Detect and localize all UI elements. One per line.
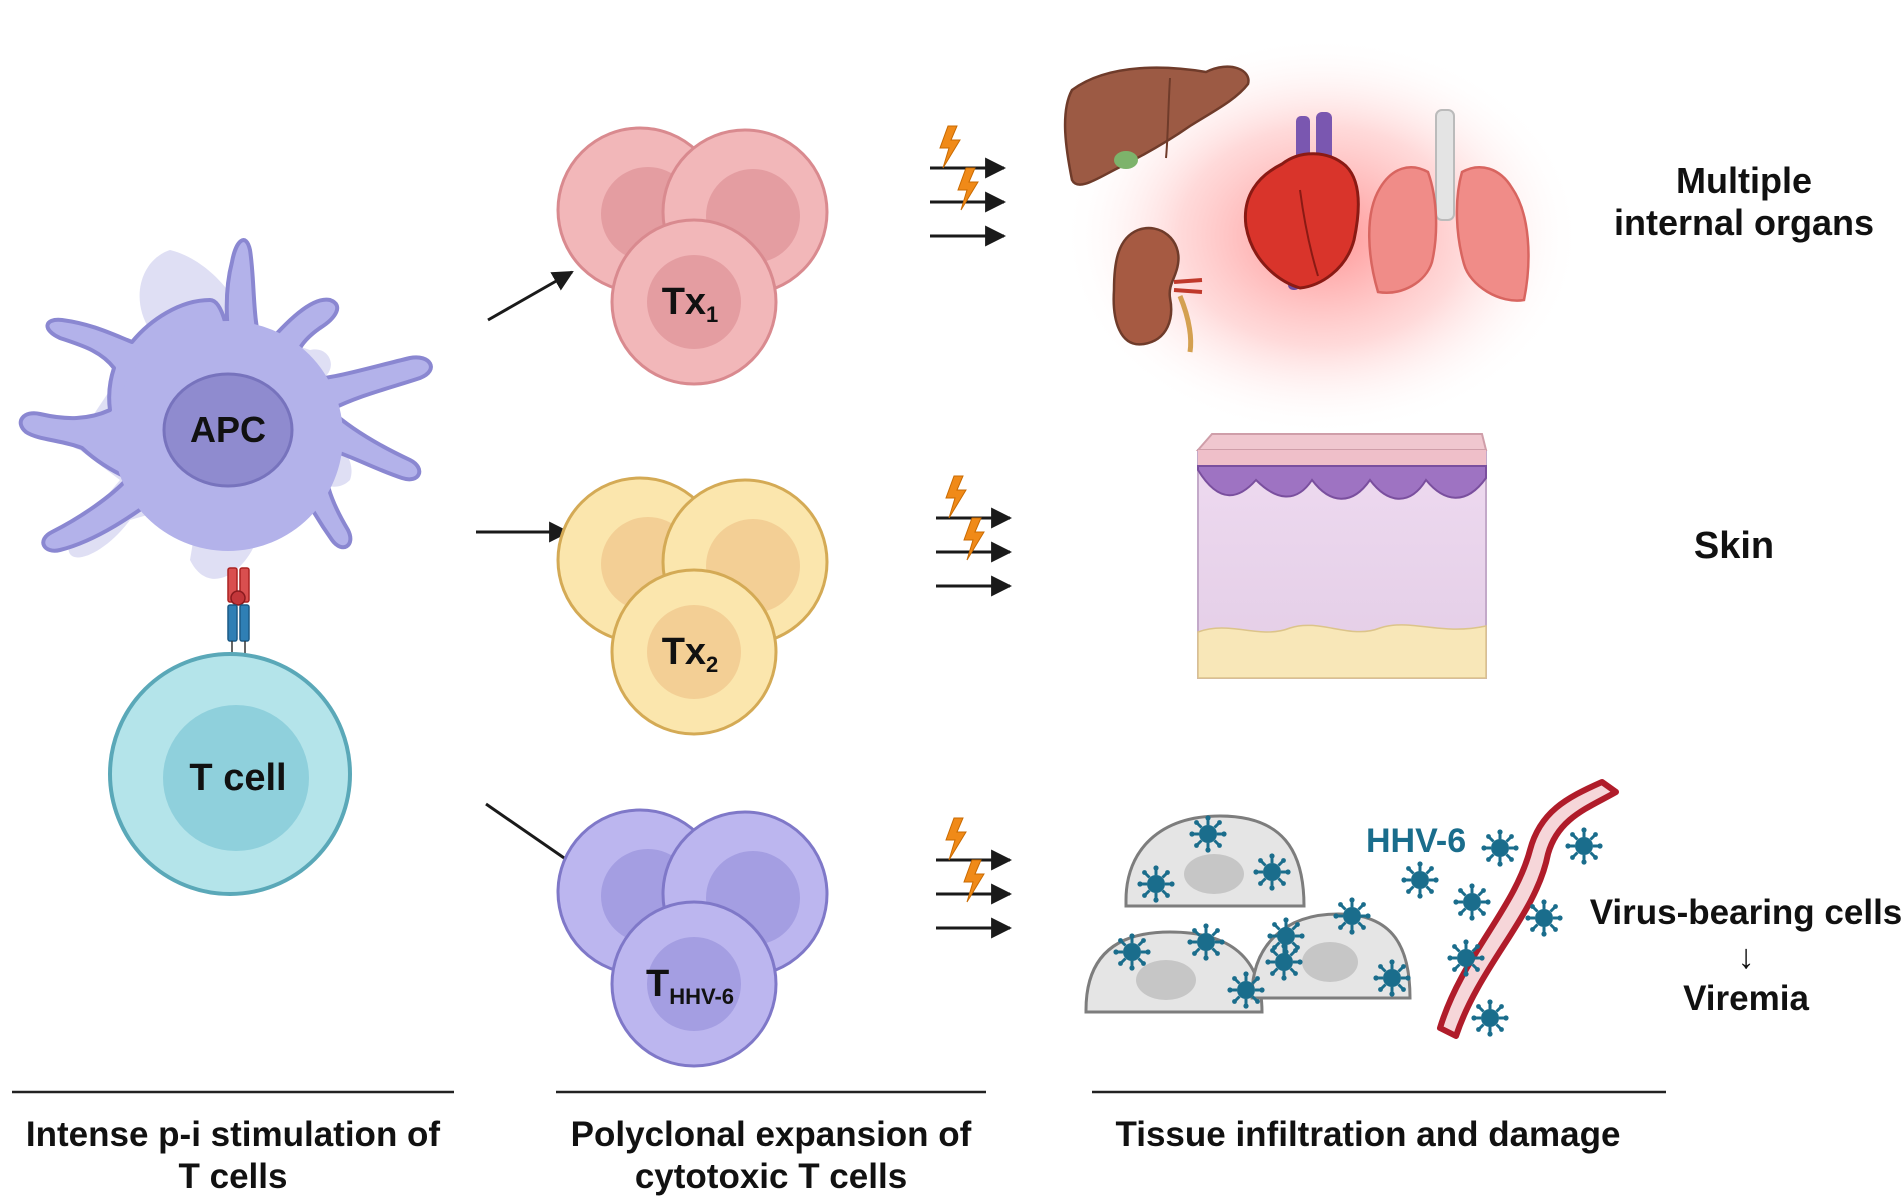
attack-group-1: [930, 125, 1007, 247]
virus-icon: [1185, 921, 1227, 963]
virus-icon: [1479, 827, 1521, 869]
attack-group-3: [936, 817, 1013, 939]
lightning-icon: [939, 125, 961, 169]
liver-icon: [1063, 65, 1250, 186]
column-captions: Intense p-i stimulation of T cells Polyc…: [12, 1090, 1666, 1196]
cell-cluster-1: Tx1: [556, 126, 829, 386]
cluster-cell-nucleus: [647, 605, 741, 699]
lightning-icon: [963, 859, 985, 903]
virus-icon: [1331, 895, 1373, 937]
virus-icon: [1469, 997, 1511, 1039]
virus-icon: [1371, 957, 1413, 999]
cluster-label-2: Tx2: [662, 631, 719, 677]
caption-3-line1: Tissue infiltration and damage: [1115, 1115, 1620, 1154]
caption-1-line2: T cells: [179, 1157, 288, 1196]
cell-cluster-3: THHV-6: [556, 808, 829, 1068]
apc-label: APC: [190, 409, 266, 450]
t-cell-label: T cell: [189, 757, 286, 799]
virus-icon: [1225, 969, 1267, 1011]
virus-icon: [1265, 915, 1307, 957]
cluster-label-3: THHV-6: [646, 963, 734, 1009]
cell-cluster-2: Tx2: [556, 476, 829, 736]
virus-icon: [1187, 813, 1229, 855]
hhv6-label: HHV-6: [1366, 822, 1466, 860]
blood-vessel: [1437, 779, 1619, 1039]
t-cell: T cell: [108, 652, 352, 896]
virus-outcome-2: Viremia: [1683, 979, 1809, 1018]
down-arrow-icon: ↓: [1738, 938, 1755, 976]
virus-icon: [1563, 825, 1605, 867]
lungs-icon: [1368, 109, 1530, 302]
heart-icon: [1243, 112, 1360, 290]
cluster-label-1: Tx1: [662, 281, 719, 327]
attack-group-2: [936, 475, 1013, 597]
virus-icon: [1251, 851, 1293, 893]
virus-icon: [1135, 863, 1177, 905]
virus-icon: [1451, 881, 1493, 923]
caption-2-line1: Polyclonal expansion of: [571, 1115, 972, 1154]
virus-outcome-1: Virus-bearing cells: [1590, 893, 1902, 932]
caption-1-line1: Intense p-i stimulation of: [26, 1115, 441, 1154]
lightning-icon: [945, 817, 967, 861]
skin-section-icon: [1195, 433, 1488, 679]
skin-label: Skin: [1694, 525, 1774, 567]
lightning-icon: [957, 167, 979, 211]
virus-icon: [1523, 897, 1565, 939]
cluster-cell-nucleus: [647, 255, 741, 349]
caption-2-line2: cytotoxic T cells: [635, 1157, 907, 1196]
virus-icon: [1111, 931, 1153, 973]
t-cell-nucleus: [163, 705, 309, 851]
internal-organs: [1062, 36, 1582, 436]
lightning-icon: [945, 475, 967, 519]
kidney-icon: [1112, 227, 1203, 353]
cluster-cell-nucleus: [647, 937, 741, 1031]
virus-icon: [1445, 937, 1487, 979]
tcr-mhc-complex: [227, 567, 250, 672]
virus-icon: [1399, 859, 1441, 901]
apc-nucleus: [162, 372, 294, 488]
cytotoxic-attacks: [930, 125, 1013, 939]
apc-cell: APC: [18, 238, 433, 579]
lightning-icon: [963, 517, 985, 561]
